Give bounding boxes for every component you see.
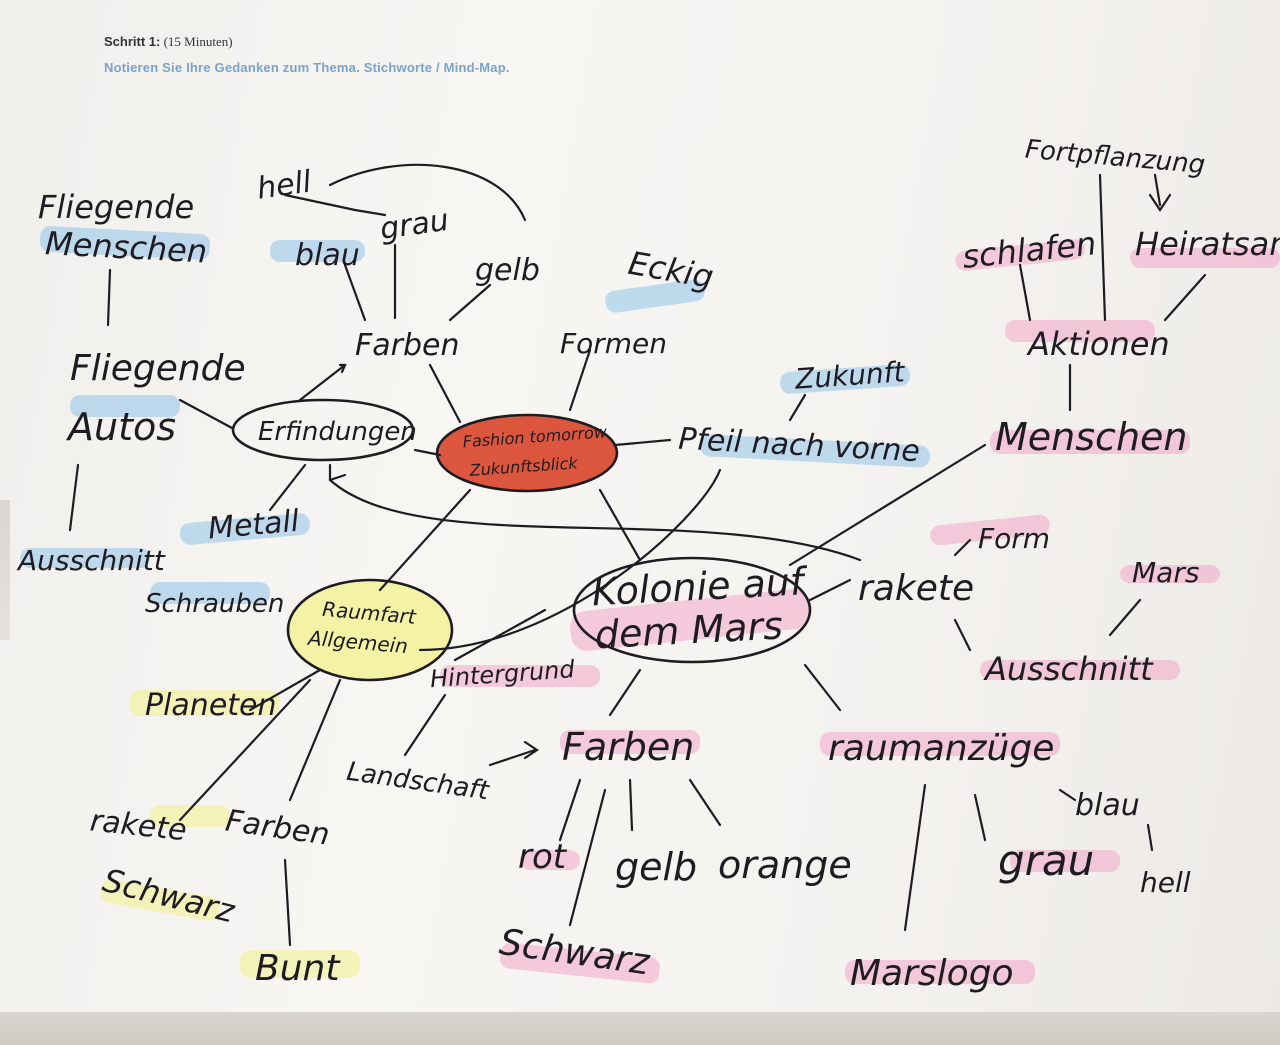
label-ausschnitt-right: Ausschnitt: [983, 650, 1154, 688]
page-edge: [0, 500, 10, 640]
label-fliegende-menschen-l1: Fliegende: [38, 188, 194, 226]
label-aktionen: Aktionen: [1026, 325, 1170, 363]
label-pfeil: Pfeil nach vorne: [677, 422, 920, 470]
step-header: Schritt 1: (15 Minuten): [104, 34, 233, 50]
label-schrauben: Schrauben: [145, 589, 284, 619]
label-fliegende-menschen-l2: Menschen: [44, 224, 208, 270]
label-rakete-right: rakete: [858, 568, 974, 609]
label-raumanzuege: raumanzüge: [828, 728, 1054, 769]
desk-shadow: [0, 1012, 1280, 1045]
label-form: Form: [978, 522, 1050, 555]
label-menschen: Menschen: [995, 415, 1188, 459]
label-schwarz-left: Schwarz: [99, 861, 239, 931]
label-farben-bottom: Farben: [562, 725, 694, 769]
label-blau-right: blau: [1075, 788, 1140, 823]
step-label: Schritt 1:: [104, 34, 161, 49]
label-hell-right: hell: [1140, 866, 1191, 899]
label-schlafen: schlafen: [960, 224, 1098, 276]
label-gelb-bottom: gelb: [615, 845, 697, 889]
label-formen: Formen: [560, 327, 667, 360]
ovals: [231, 398, 812, 682]
step-time: (15 Minuten): [163, 34, 233, 49]
label-erfindungen: Erfindungen: [258, 417, 417, 447]
label-gelb-top: gelb: [475, 253, 540, 288]
label-hell-top: hell: [255, 164, 314, 206]
label-farben-top: Farben: [355, 328, 460, 363]
label-fliegende-autos-l1: Fliegende: [70, 348, 246, 389]
label-grau-right: grau: [998, 836, 1094, 885]
label-kolonie-l2: dem Mars: [594, 603, 784, 657]
label-farben-left: Farben: [223, 804, 331, 853]
label-heiratsantrag: Heiratsantrag: [1135, 225, 1280, 263]
label-mars: Mars: [1132, 556, 1199, 589]
instruction-text: Notieren Sie Ihre Gedanken zum Thema. St…: [104, 60, 510, 75]
label-planeten: Planeten: [145, 688, 277, 723]
connector-lines: [68, 163, 1207, 947]
label-orange: orange: [718, 843, 852, 887]
label-rot: rot: [518, 837, 568, 877]
label-hintergrund: Hintergrund: [429, 655, 576, 693]
label-marslogo: Marslogo: [850, 953, 1014, 994]
label-fortpflanzung: Fortpflanzung: [1024, 135, 1207, 181]
label-landschaft: Landschaft: [345, 757, 492, 807]
label-ausschnitt-left: Ausschnitt: [16, 544, 166, 577]
label-bunt: Bunt: [255, 948, 341, 989]
label-fliegende-autos-l2: Autos: [65, 405, 176, 449]
label-metall: Metall: [207, 504, 302, 547]
highlights: [20, 226, 1280, 984]
label-blau-top: blau: [295, 238, 360, 273]
label-grau-top: grau: [378, 203, 451, 247]
mindmap-labels: Fashion tomorrow Zukunftsblick Erfindung…: [16, 135, 1280, 994]
label-zukunft: Zukunft: [793, 355, 907, 396]
